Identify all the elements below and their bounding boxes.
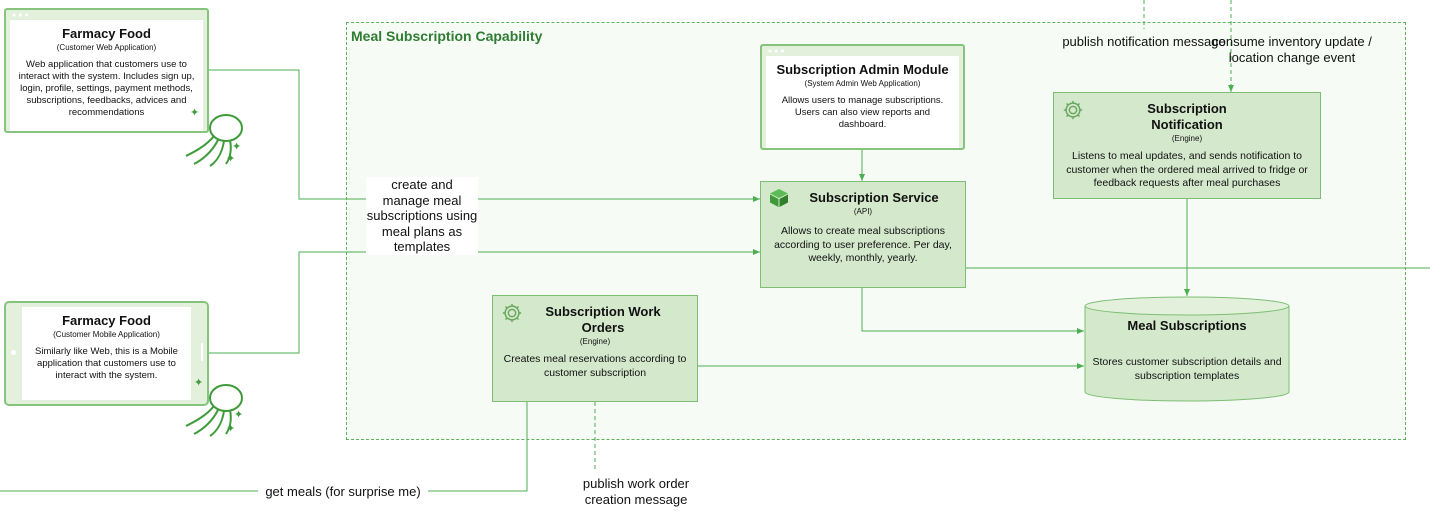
farmacy-logo-icon: ✦✦✦: [185, 376, 243, 437]
subscription-service-node: Subscription Service (API) Allows to cre…: [760, 181, 966, 288]
side-bar-icon: [201, 343, 203, 361]
edge-label-get-meals: get meals (for surprise me): [258, 484, 428, 500]
meal-subscriptions-title: Meal Subscriptions: [1127, 318, 1247, 333]
window-dots-icon: ●●●: [768, 48, 787, 55]
mobile-app-subtitle: (Customer Mobile Application): [53, 330, 160, 339]
window-dots-icon: ●●●: [12, 12, 31, 19]
meal-subscriptions-node: Meal Subscriptions Stores customer subsc…: [1084, 318, 1290, 383]
gear-icon: [1063, 100, 1083, 120]
edge-mobile-to-service: [208, 249, 760, 354]
work-orders-subtitle: (Engine): [579, 337, 611, 346]
farmacy-logo-icon: ✦✦✦: [185, 106, 243, 167]
admin-module-title: Subscription Admin Module: [776, 62, 949, 77]
subscription-service-subtitle: (API): [853, 207, 873, 216]
subscription-notification-title: Subscription Notification: [1147, 101, 1227, 132]
mobile-app-title: Farmacy Food: [62, 313, 151, 328]
subscription-service-description: Allows to create meal subscriptions acco…: [774, 225, 952, 264]
home-button-icon: [11, 350, 16, 355]
edge-label-publish-work-order: publish work order creation message: [566, 476, 706, 507]
svg-text:✦: ✦: [226, 422, 235, 435]
edge-label-consume-inventory: consume inventory update / location chan…: [1212, 34, 1372, 65]
web-app-subtitle: (Customer Web Application): [56, 43, 157, 52]
web-app-title: Farmacy Food: [62, 26, 151, 41]
edge-label-create-manage: create and manage meal subscriptions usi…: [366, 177, 478, 255]
edge-label-publish-notification: publish notification message: [1062, 34, 1226, 49]
svg-text:✦: ✦: [226, 152, 235, 165]
svg-text:✦: ✦: [194, 376, 203, 389]
svg-text:✦: ✦: [232, 140, 241, 153]
subscription-service-title: Subscription Service: [809, 190, 939, 205]
subscription-notification-description: Listens to meal updates, and sends notif…: [1066, 150, 1308, 189]
gear-icon: [502, 303, 522, 323]
work-orders-description: Creates meal reservations according to c…: [503, 353, 687, 379]
subscription-notification-subtitle: (Engine): [1171, 134, 1203, 143]
database-cylinder-icon: [1084, 296, 1290, 402]
mobile-app-node: Farmacy Food (Customer Mobile Applicatio…: [4, 301, 209, 406]
work-orders-title: Subscription Work Orders: [545, 304, 661, 335]
web-app-node: ●●● Farmacy Food (Customer Web Applicati…: [4, 8, 209, 133]
admin-module-description: Allows users to manage subscriptions. Us…: [781, 95, 944, 130]
cube-icon: [770, 189, 788, 207]
edge-web-to-service: [208, 69, 760, 202]
boundary-title: Meal Subscription Capability: [351, 28, 543, 44]
svg-text:✦: ✦: [190, 106, 199, 119]
edge-service-to-db: [861, 288, 1084, 334]
web-app-description: Web application that customers use to in…: [18, 59, 195, 118]
svg-text:✦: ✦: [234, 408, 243, 421]
mobile-app-description: Similarly like Web, this is a Mobile app…: [35, 346, 178, 381]
work-orders-node: Subscription Work Orders (Engine) Create…: [492, 295, 698, 402]
subscription-notification-node: Subscription Notification (Engine) Liste…: [1053, 92, 1321, 199]
meal-subscriptions-description: Stores customer subscription details and…: [1092, 356, 1282, 382]
edge-get-meals: [0, 402, 528, 492]
admin-module-subtitle: (System Admin Web Application): [804, 79, 921, 88]
admin-module-node: ●●● Subscription Admin Module (System Ad…: [760, 44, 965, 150]
